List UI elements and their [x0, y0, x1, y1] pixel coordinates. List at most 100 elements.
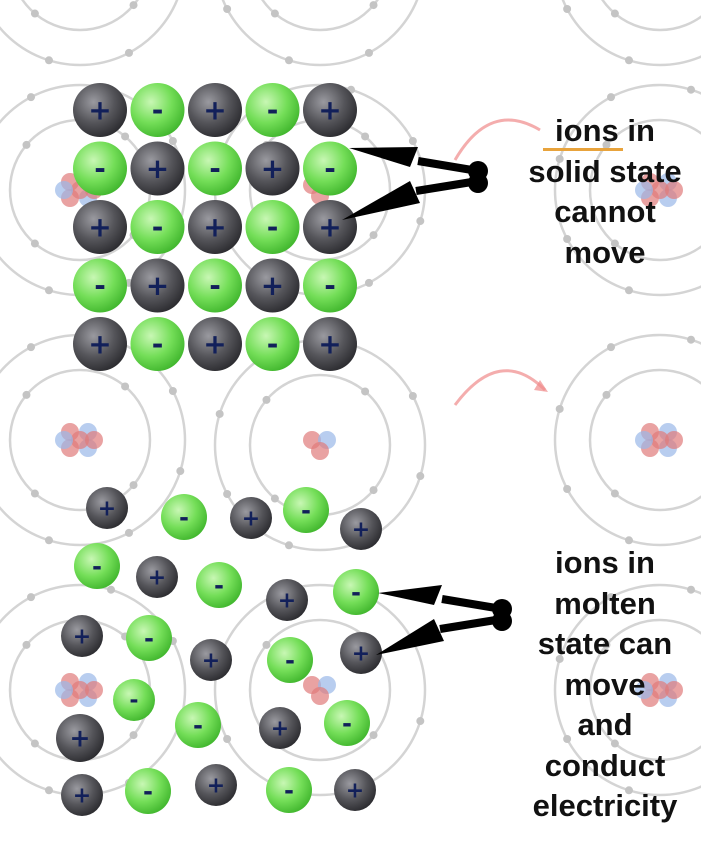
cation-symbol: +: [346, 779, 364, 804]
caption-solid-line: cannot: [554, 194, 656, 229]
cation-symbol: +: [352, 642, 370, 667]
cation-ion: +: [340, 632, 382, 674]
anion-ion: -: [74, 543, 120, 589]
cation-sphere: [340, 508, 382, 550]
atom-electron: [262, 395, 271, 404]
atom-electron: [416, 717, 425, 726]
cation-ion: +: [334, 769, 376, 811]
caption-molten-line: move: [564, 666, 646, 702]
cation-ion: +: [130, 258, 185, 313]
atom-electron: [129, 481, 138, 490]
caption-solid-line: move: [564, 234, 646, 270]
anion-sphere: [188, 258, 242, 313]
anion-symbol: -: [324, 152, 336, 185]
atom-electron: [624, 286, 633, 295]
anion-ion: -: [245, 317, 300, 371]
cation-sphere: [230, 497, 272, 539]
cation-ion: +: [303, 83, 357, 137]
cation-ion: +: [230, 497, 272, 539]
atom-electron: [408, 137, 417, 146]
atom-electron: [44, 786, 53, 795]
cation-ion: +: [61, 615, 103, 657]
atom-electron: [361, 132, 370, 141]
background-arc-head: [534, 380, 548, 392]
cation-ion: +: [245, 258, 300, 313]
atom-electron: [563, 234, 572, 243]
atom-electron: [44, 56, 53, 65]
cation-symbol: +: [88, 94, 111, 127]
cation-ion: +: [190, 639, 232, 681]
atom-nucleon: [651, 431, 669, 449]
atom-electron: [223, 489, 232, 498]
anion-symbol: -: [267, 328, 279, 361]
atom-electron: [44, 286, 53, 295]
cation-sphere: [130, 258, 185, 313]
cation-sphere: [245, 141, 300, 196]
atom-electron: [555, 404, 564, 413]
anion-symbol: -: [94, 152, 106, 185]
anion-symbol: -: [214, 571, 224, 599]
atom-orbit-outer: [553, 583, 701, 797]
anion-symbol: -: [284, 776, 294, 804]
atom-electron: [168, 387, 177, 396]
caption-molten-line: conduct: [544, 747, 666, 783]
molten-ion-cluster: +-+-+-+-+-+-+-+-+-+-+-+-+: [56, 487, 382, 816]
cation-sphere: [188, 83, 242, 137]
atom-nucleon: [85, 681, 103, 699]
anion-sphere: [130, 83, 185, 137]
atom-electron: [563, 4, 572, 13]
anion-sphere: [125, 768, 171, 814]
anion-sphere: [196, 562, 242, 608]
atom-nucleon: [665, 431, 683, 449]
anion-ion: -: [266, 767, 312, 813]
arrow-shaft: [439, 615, 503, 633]
atom-electron: [602, 390, 611, 399]
highlight-underline: [543, 148, 623, 151]
cation-sphere: [303, 83, 357, 137]
atom-electron: [369, 1, 378, 10]
anion-symbol: -: [152, 328, 164, 361]
cation-symbol: +: [203, 328, 226, 361]
cation-symbol: +: [98, 497, 116, 522]
anion-sphere: [130, 317, 185, 371]
anion-ion: -: [126, 615, 172, 661]
atom-electron: [284, 56, 293, 65]
anion-ion: -: [196, 562, 242, 608]
cation-sphere: [188, 317, 242, 371]
atom-electron: [284, 541, 293, 550]
cation-sphere: [303, 200, 357, 254]
cation-sphere: [334, 769, 376, 811]
cation-symbol: +: [88, 211, 111, 244]
cation-symbol: +: [203, 94, 226, 127]
atom-electron: [215, 409, 224, 418]
anion-sphere: [266, 767, 312, 813]
atom-electron: [124, 528, 133, 537]
atom-orbit-outer: [0, 0, 179, 67]
atom-electron: [270, 9, 279, 18]
atom-nucleon: [55, 181, 73, 199]
atom-nucleon: [85, 431, 103, 449]
arrow-knob: [468, 173, 488, 193]
atom-electron: [610, 489, 619, 498]
anion-ion: -: [324, 700, 370, 746]
atom-electron: [610, 9, 619, 18]
atom-electron: [607, 93, 616, 102]
atom-electron: [416, 472, 425, 481]
atom-orbit-inner: [588, 618, 701, 762]
caption-molten-line: molten: [554, 585, 656, 621]
anion-symbol: -: [152, 94, 164, 127]
atom-electron: [30, 739, 39, 748]
atom-nucleon: [311, 442, 329, 460]
cation-sphere: [340, 632, 382, 674]
atom-electron: [602, 140, 611, 149]
anion-sphere: [175, 702, 221, 748]
atom-electron: [121, 382, 130, 391]
cation-ion: +: [188, 83, 242, 137]
anion-sphere: [303, 141, 357, 196]
atom-electron: [563, 484, 572, 493]
cation-sphere: [195, 764, 237, 806]
atom-electron: [129, 1, 138, 10]
anion-ion: -: [283, 487, 329, 533]
anion-symbol: -: [342, 709, 352, 737]
